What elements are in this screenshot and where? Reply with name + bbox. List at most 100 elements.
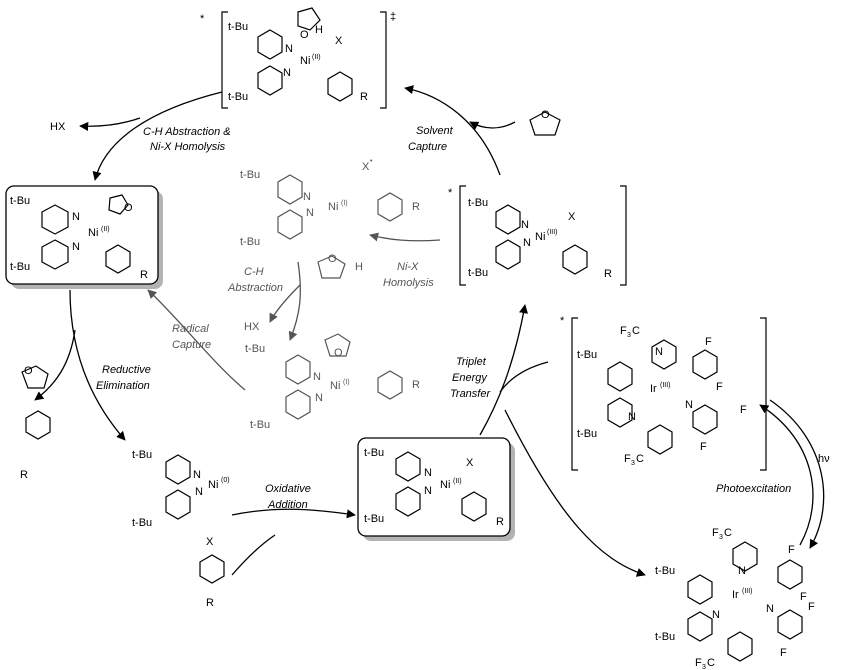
svg-text:F: F [716,381,723,393]
label-ch-2: Abstraction [227,282,283,294]
arrow-ch-abstraction [288,261,302,341]
svg-text:t-Bu: t-Bu [228,91,248,103]
svg-text:3: 3 [631,460,635,467]
svg-text:C: C [707,657,715,669]
svg-text:F: F [780,647,787,659]
step-labels: HX C-H Abstraction & Ni-X Homolysis Solv… [50,121,830,511]
svg-text:X: X [362,161,370,173]
label-oxidative-1: Oxidative [265,483,311,495]
arrow-solvent-capture [404,85,501,176]
label-reductive-2: Elimination [96,380,150,392]
svg-text:t-Bu: t-Bu [240,236,260,248]
svg-text:N: N [424,485,432,497]
arrow-to-niII-thf [92,91,223,181]
svg-text:F: F [808,601,815,613]
label-nix-2: Homolysis [383,277,434,289]
svg-text:F: F [700,441,707,453]
label-ch-1: C-H [244,266,264,278]
svg-text:F: F [624,453,631,465]
label-hx-inner: HX [244,321,260,333]
svg-text:(II): (II) [453,478,462,485]
svg-text:N: N [195,486,203,498]
ir-ground: F 3 C N F F t-Bu Ir (III) N N F F t-Bu F… [655,527,815,670]
arrow-ir-excited-out [499,361,549,393]
arrow-arx-in [231,534,276,576]
label-ch-abs-2: Ni-X Homolysis [150,141,226,153]
svg-text:C: C [724,527,732,539]
svg-text:t-Bu: t-Bu [468,267,488,279]
svg-text:F: F [620,325,627,337]
arrow-hx-release [79,117,141,131]
svg-text:t-Bu: t-Bu [240,169,260,181]
svg-text:N: N [738,565,746,577]
svg-text:t-Bu: t-Bu [132,449,152,461]
svg-text:N: N [193,469,201,481]
arrow-photo-2 [769,399,825,549]
svg-text:H: H [355,261,363,273]
label-triplet-3: Transfer [450,388,491,400]
svg-text:N: N [628,411,636,423]
svg-text:O: O [124,202,133,214]
svg-text:Ir: Ir [732,589,739,601]
svg-text:N: N [72,241,80,253]
svg-text:R: R [412,201,420,213]
label-triplet-1: Triplet [456,356,487,368]
thf-solvent: O [529,109,561,136]
label-radical-2: Capture [172,339,211,351]
svg-text:t-Bu: t-Bu [228,21,248,33]
svg-text:t-Bu: t-Bu [655,565,675,577]
svg-text:N: N [766,603,774,615]
svg-text:t-Bu: t-Bu [250,419,270,431]
svg-text:t-Bu: t-Bu [468,197,488,209]
inner-arrows [147,232,441,391]
svg-text:Ni: Ni [88,227,98,239]
svg-text:N: N [315,392,323,404]
svg-text:N: N [72,211,80,223]
svg-text:C: C [636,453,644,465]
box-niII-thf: t-Bu N N Ni (II) t-Bu O R [5,185,163,289]
svg-text:t-Bu: t-Bu [364,447,384,459]
svg-text:t-Bu: t-Bu [655,631,675,643]
svg-text:N: N [523,237,531,249]
svg-text:3: 3 [627,332,631,339]
arrow-oxidative-add [231,508,356,519]
svg-text:R: R [206,597,214,609]
svg-text:F: F [788,544,795,556]
svg-text:Ir: Ir [650,383,657,395]
arrow-ir-return [504,409,646,577]
svg-text:R: R [360,91,368,103]
svg-text:(0): (0) [221,477,230,484]
svg-text:Ni: Ni [535,231,545,243]
svg-text:(I): (I) [341,200,348,207]
svg-text:R: R [496,516,504,528]
arrow-triplet-up [479,304,529,436]
svg-text:t-Bu: t-Bu [364,513,384,525]
arrow-radical-capture [147,289,246,391]
svg-text:Ni: Ni [330,380,340,392]
svg-text:N: N [303,191,311,203]
svg-text:t-Bu: t-Bu [10,195,30,207]
svg-text:N: N [285,43,293,55]
label-hx-top: HX [50,121,66,133]
label-solvent-1: Solvent [416,125,454,137]
svg-text:t-Bu: t-Bu [132,517,152,529]
arrow-product-release [34,329,76,401]
box-niII-aryl-x: t-Bu N N Ni (II) X R t-Bu [357,437,515,541]
svg-text:R: R [140,269,148,281]
ni0-complex: t-Bu N N Ni (0) t-Bu [132,449,230,529]
svg-text:Ni: Ni [328,201,338,213]
svg-text:F: F [695,657,702,669]
svg-text:F: F [712,527,719,539]
svg-text:(III): (III) [660,382,671,389]
svg-text:O: O [24,365,33,377]
svg-text:X: X [206,536,214,548]
label-reductive-1: Reductive [102,364,151,376]
svg-text:*: * [560,315,565,327]
svg-text:N: N [283,67,291,79]
svg-text:3: 3 [719,534,723,541]
aryl-halide: X R [199,536,225,609]
svg-text:X: X [466,457,474,469]
svg-text:t-Bu: t-Bu [577,349,597,361]
label-radical-1: Radical [172,323,209,335]
